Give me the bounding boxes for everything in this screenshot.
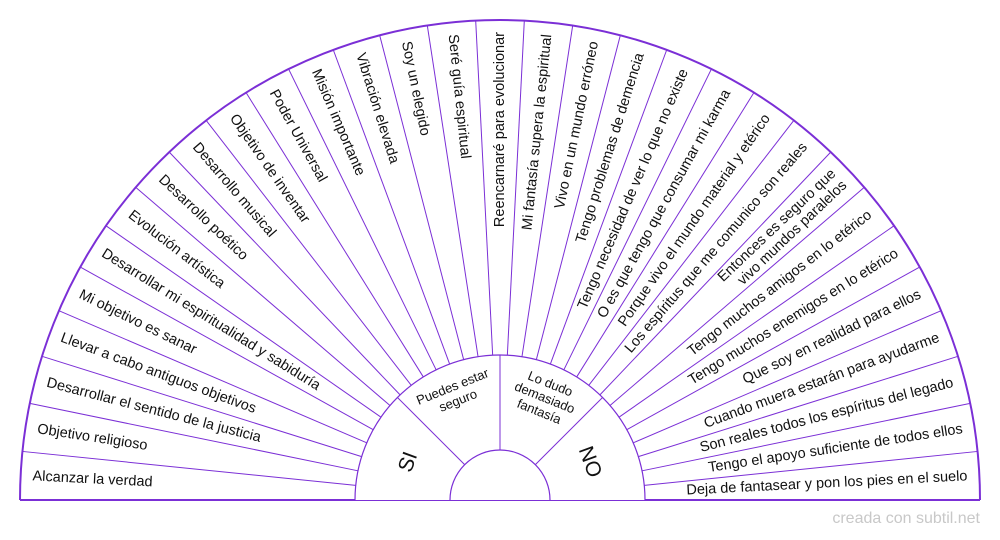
inner-divider bbox=[535, 397, 603, 465]
outer-arc bbox=[19, 19, 981, 501]
sector-divider bbox=[475, 20, 494, 356]
sector-divider bbox=[426, 25, 479, 357]
sector-divider bbox=[599, 151, 832, 396]
sector-divider bbox=[105, 225, 382, 418]
sector-divider bbox=[135, 186, 391, 406]
sector-divider bbox=[644, 450, 978, 486]
sector-divider bbox=[80, 266, 374, 431]
sector-divider bbox=[245, 92, 424, 378]
sector-divider bbox=[633, 310, 942, 444]
sector-divider bbox=[588, 120, 795, 386]
sector-label: Alcanzar la verdad bbox=[32, 468, 153, 490]
sector-label: Objetivo religioso bbox=[36, 421, 148, 454]
center-arc bbox=[449, 449, 551, 501]
sector-divider bbox=[332, 49, 451, 365]
inner-divider bbox=[397, 397, 465, 465]
sector-label: Soy un elegido bbox=[398, 40, 433, 137]
sector-divider bbox=[22, 450, 356, 486]
sector-label: Seré guía espiritual bbox=[445, 34, 474, 160]
sector-divider bbox=[626, 266, 920, 431]
sector-divider bbox=[506, 20, 525, 356]
credit-text: creada con subtil.net bbox=[832, 510, 980, 527]
sector-label: Reencarnaré para evolucionar bbox=[492, 32, 508, 227]
sector-divider bbox=[205, 120, 412, 386]
sector-label: Vibración elevada bbox=[352, 51, 402, 166]
sector-divider bbox=[379, 35, 465, 360]
sector-divider bbox=[41, 355, 362, 458]
sector-divider bbox=[29, 402, 359, 472]
sector-divider bbox=[638, 355, 959, 458]
sector-divider bbox=[618, 225, 895, 418]
sector-divider bbox=[576, 92, 755, 378]
sector-divider bbox=[609, 186, 865, 406]
sector-divider bbox=[521, 25, 574, 357]
sector-divider bbox=[58, 310, 367, 444]
sector-divider bbox=[641, 402, 971, 472]
sector-divider bbox=[535, 35, 621, 360]
sector-divider bbox=[168, 151, 401, 396]
sector-divider bbox=[563, 68, 712, 371]
sector-label: Mi fantasía supera la espiritual bbox=[519, 34, 555, 231]
sector-divider bbox=[288, 68, 437, 371]
sector-divider bbox=[549, 49, 668, 365]
